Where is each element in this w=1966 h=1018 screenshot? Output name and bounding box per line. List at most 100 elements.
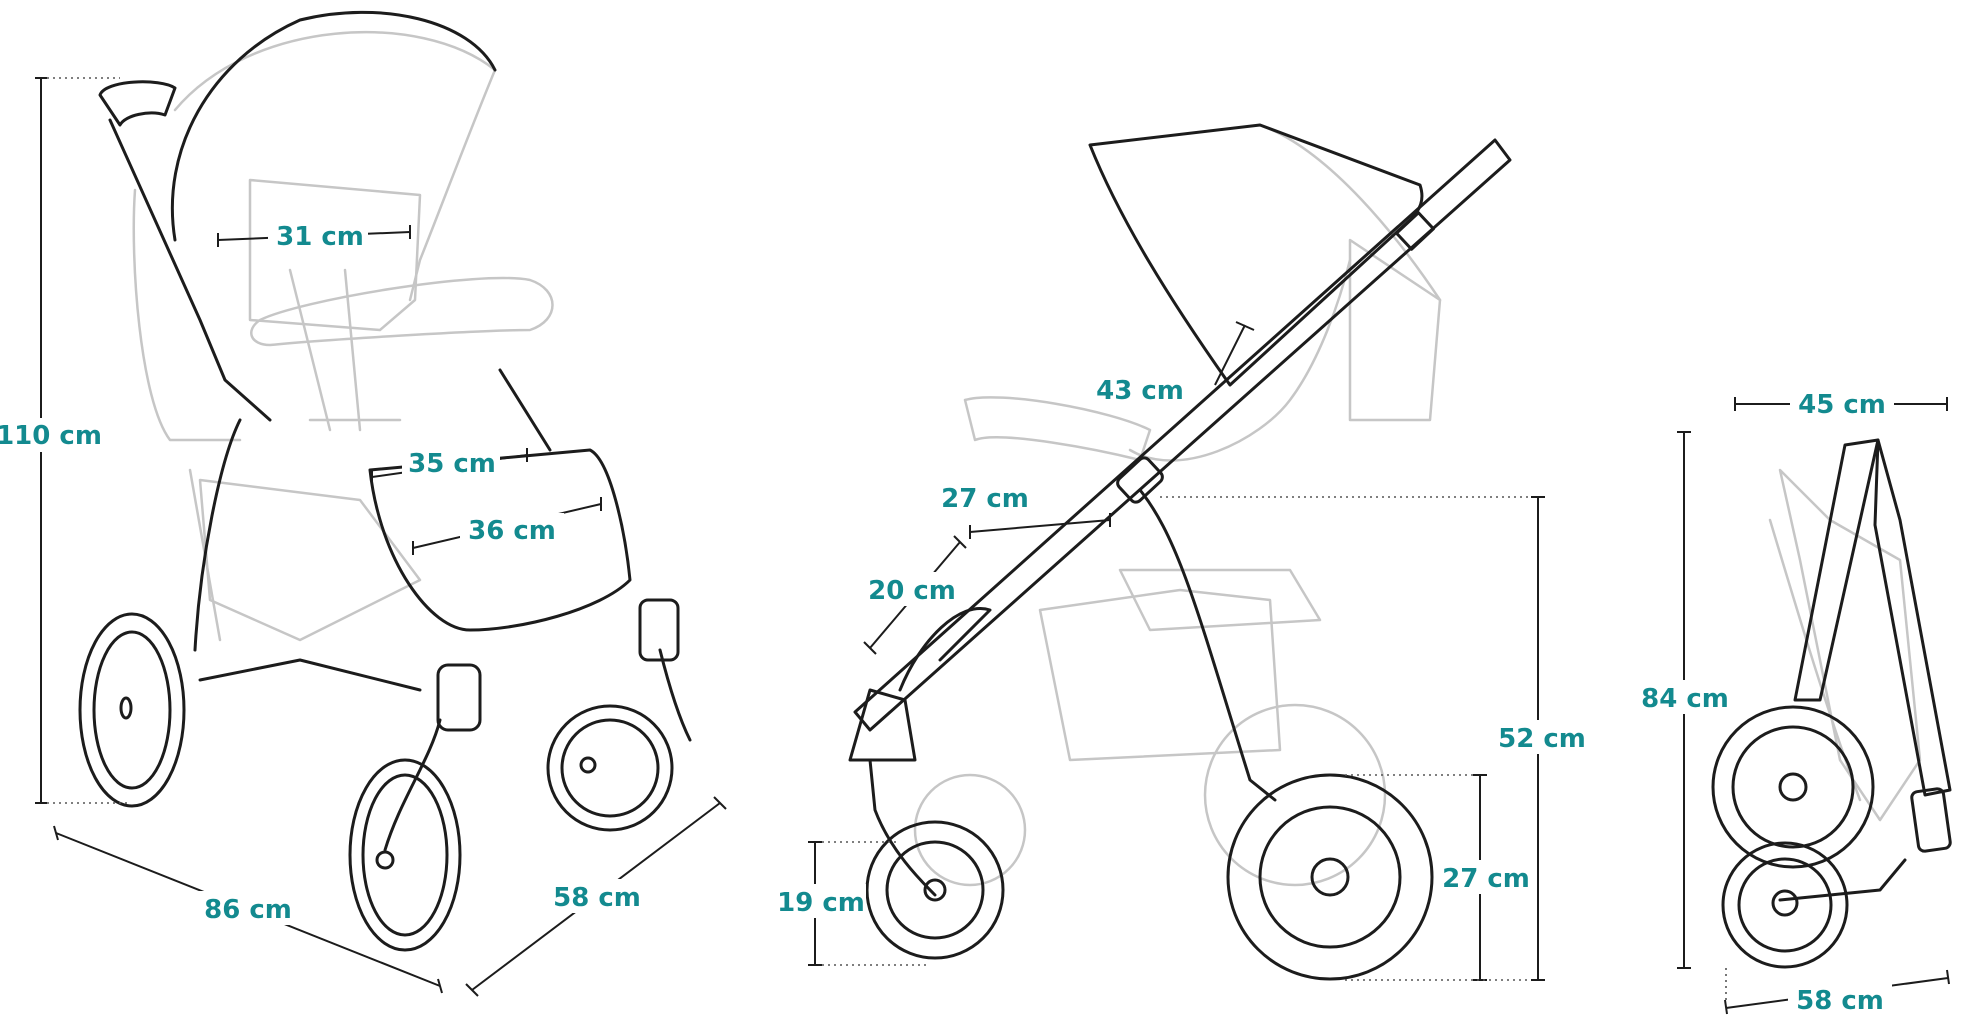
side-rear-leg <box>1138 488 1277 802</box>
folded-axle <box>1778 858 1907 902</box>
side-seat-ghost <box>1128 258 1352 462</box>
folded-height-84-label: 84 cm <box>1641 684 1729 714</box>
footrest-length-cap-bottom <box>863 641 877 655</box>
folded-handle-right <box>1873 438 1952 797</box>
rear-wheel-27-label: 27 cm <box>1442 864 1530 894</box>
width-label-bg <box>545 879 649 913</box>
folded-width-cap-left <box>1724 999 1728 1015</box>
side-basket-ghost <box>1038 588 1282 762</box>
front-bumper-bar-ghost <box>250 276 554 347</box>
folded-view-dimensions: 45 cm 84 cm 58 cm <box>1640 386 1950 1016</box>
backrest-length-43-label: 43 cm <box>1096 376 1184 406</box>
width-dimension-cap-left <box>465 983 479 997</box>
folded-fabric-ghost <box>1778 468 1922 822</box>
folded-lower-hub <box>1771 889 1799 917</box>
front-basket-ghost <box>198 478 422 642</box>
footrest-length-cap-top <box>953 535 967 549</box>
width-58-label: 58 cm <box>553 883 641 913</box>
seat-width-35-label: 35 cm <box>408 449 496 479</box>
front-wheel-19-label: 19 cm <box>777 888 865 918</box>
backrest-width-label-bg <box>268 219 368 251</box>
front-front-wheel-inner <box>361 773 449 937</box>
backrest-length-cap <box>1235 321 1255 331</box>
seat-depth-27-label: 27 cm <box>941 484 1029 514</box>
folded-lower-wheel-inner <box>1737 857 1833 953</box>
side-hinge <box>1116 456 1164 504</box>
side-rear-hub <box>1310 857 1350 897</box>
front-rear-right-wheel <box>546 704 674 832</box>
front-front-wheel <box>348 758 462 952</box>
side-view-stroller <box>848 123 1512 981</box>
front-rear-left-wheel <box>78 612 186 808</box>
front-swivel-housing <box>436 663 482 732</box>
side-bumper-ghost <box>963 396 1152 462</box>
front-rear-leg <box>193 418 242 652</box>
front-handlebar <box>98 80 177 127</box>
side-front-fork <box>868 758 937 897</box>
front-footrest <box>368 448 632 632</box>
side-view-dimensions: 43 cm 27 cm 20 cm 52 cm 27 cm <box>776 321 1586 981</box>
length-label-bg <box>196 891 300 925</box>
side-far-rear-wheel-ghost <box>1203 703 1387 887</box>
height-label-bg <box>0 418 98 452</box>
front-fork <box>498 368 552 452</box>
side-front-fork-housing <box>848 688 917 762</box>
folded-canopy-ghost <box>1768 518 1862 802</box>
front-rear-left-wheel-inner <box>92 630 172 790</box>
front-handle-frame <box>108 118 272 422</box>
side-canopy <box>1088 123 1424 387</box>
front-view-dimensions: 110 cm 31 cm 35 cm 36 cm 86 cm 58 cm <box>0 77 727 997</box>
front-seat-back-ghost <box>248 178 422 332</box>
folded-view-stroller <box>1711 438 1952 969</box>
side-rear-wheel <box>1226 773 1434 981</box>
length-dimension-cap-right <box>437 978 443 994</box>
front-rear-right-wheel-inner <box>560 718 660 818</box>
front-view-stroller <box>78 10 692 952</box>
side-rear-wheel-inner <box>1258 805 1402 949</box>
front-front-hub <box>375 850 395 870</box>
seat-width-label-bg <box>402 446 500 478</box>
seat-height-52-label: 52 cm <box>1498 724 1586 754</box>
folded-depth-label-bg <box>1790 386 1894 420</box>
side-handle-grip <box>1395 211 1435 251</box>
seat-height-label-bg <box>1496 720 1580 754</box>
folded-grip <box>1910 787 1952 853</box>
front-canopy-ghost <box>173 30 497 302</box>
front-right-fork <box>658 648 692 742</box>
length-86-label: 86 cm <box>204 895 292 925</box>
height-110-label: 110 cm <box>0 421 102 451</box>
folded-lower-wheel <box>1721 841 1849 969</box>
side-front-hub <box>923 878 947 902</box>
folded-depth-45-label: 45 cm <box>1798 390 1886 420</box>
folded-handle-left <box>1793 438 1880 702</box>
front-right-housing <box>638 598 680 662</box>
seat-depth-line <box>969 519 1111 533</box>
front-axle-bar <box>198 658 422 692</box>
backrest-length-label-bg <box>1090 372 1190 406</box>
front-rear-right-hub <box>579 756 597 774</box>
footrest-length-label-bg <box>862 572 962 606</box>
side-far-wheel-ghost <box>913 773 1027 887</box>
front-rear-left-hub <box>119 696 133 720</box>
folded-width-label-bg <box>1788 982 1892 1016</box>
side-canopy-ghost <box>1258 123 1442 302</box>
folded-upper-hub <box>1778 772 1808 802</box>
folded-height-label-bg <box>1640 680 1730 714</box>
side-bag-ghost <box>1348 238 1442 422</box>
front-wheel-label-bg <box>776 884 866 918</box>
front-swivel-fork <box>383 718 442 852</box>
rear-wheel-label-bg <box>1440 860 1524 894</box>
length-dimension-cap-left <box>53 825 59 841</box>
front-canopy-edge <box>170 10 497 242</box>
front-side-panel-ghost <box>132 188 242 442</box>
folded-width-58-label: 58 cm <box>1796 986 1884 1016</box>
footrest-length-20-label: 20 cm <box>868 576 956 606</box>
side-platform-ghost <box>1118 568 1322 632</box>
folded-upper-wheel <box>1711 705 1875 869</box>
side-front-wheel-inner <box>885 840 985 940</box>
width-dimension-cap-right <box>713 796 727 810</box>
backrest-length-line <box>1214 324 1246 386</box>
side-footrest <box>898 607 992 692</box>
side-front-wheel <box>865 820 1005 960</box>
